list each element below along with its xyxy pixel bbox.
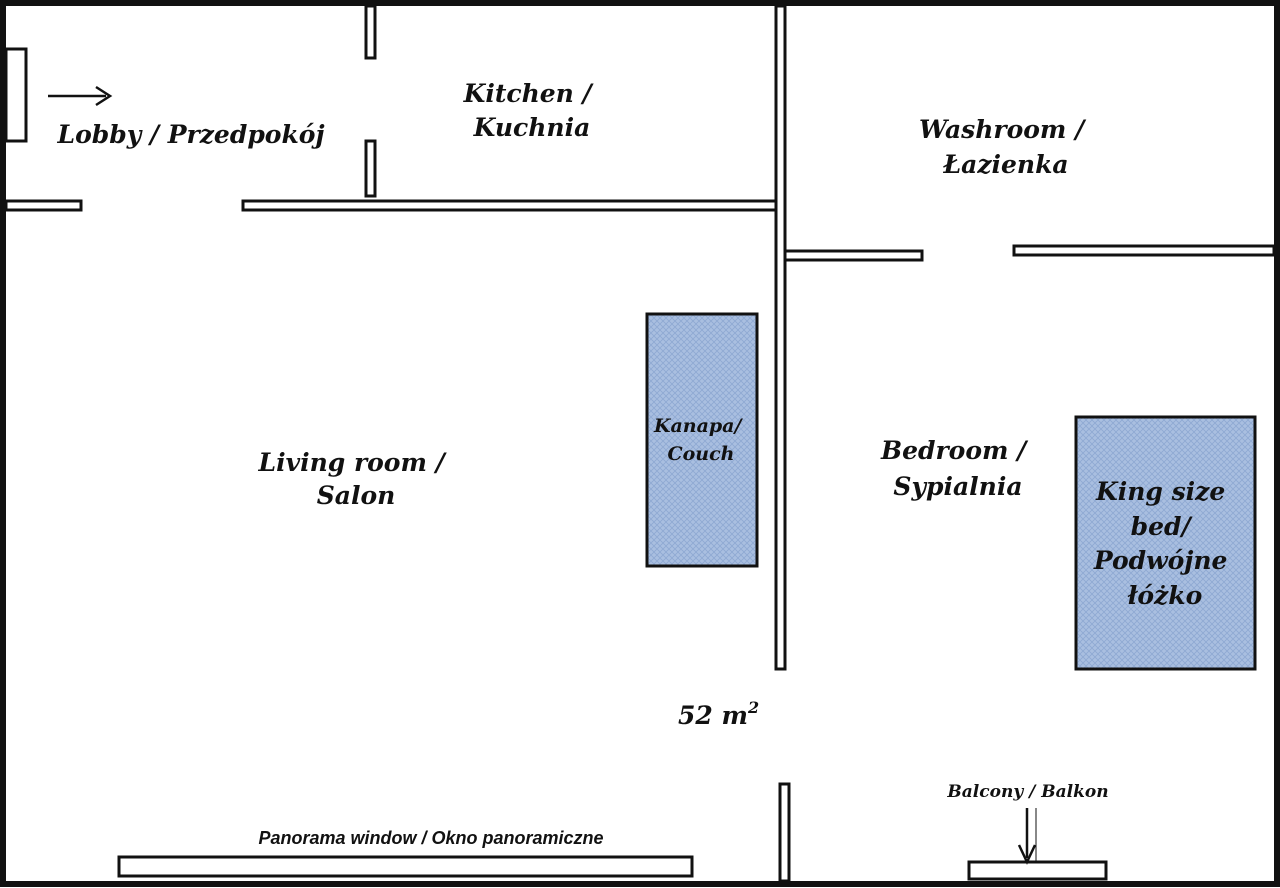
balcony-label: Balcony / Balkon [946, 782, 1108, 802]
living-room-label-line-1: Living room / [258, 448, 448, 477]
bed [1074, 415, 1257, 671]
panorama-window [117, 855, 694, 878]
bedroom-label: Bedroom / Sypialnia [880, 436, 1035, 501]
washroom-label: Washroom / Łazienka [919, 115, 1093, 179]
bedroom-label-line-2: Sypialnia [893, 472, 1022, 501]
lobby-living-wall [4, 199, 83, 212]
kitchen-label: Kitchen / Kuchnia [463, 79, 601, 142]
area-label: 52 m2 [678, 698, 759, 730]
kitchen-label-line-1: Kitchen / [463, 79, 595, 108]
couch [645, 312, 759, 568]
bed-label-line-2: bed/ [1131, 512, 1194, 541]
living-room-label: Living room / Salon [258, 448, 454, 510]
panorama-window-label: Panorama window / Okno panoramiczne [258, 828, 603, 848]
lobby-label: Lobby / Przedpokój [56, 120, 324, 149]
kitchen-label-line-2: Kuchnia [473, 113, 591, 142]
lobby-kitchen-wall-upper [364, 4, 377, 60]
kitchen-living-wall [241, 199, 783, 212]
couch-label-line-2: Couch [668, 443, 735, 465]
area-superscript: 2 [747, 698, 759, 717]
balcony-arrow-icon [1017, 808, 1037, 865]
couch-label-line-1: Kanapa/ [653, 415, 744, 437]
central-wall-lower [778, 782, 791, 883]
washroom-label-line-1: Washroom / [919, 115, 1087, 144]
washroom-bedroom-wall-right [1012, 244, 1276, 257]
couch-label: Kanapa/ Couch [653, 415, 748, 465]
balcony-door [967, 860, 1108, 881]
bed-label-line-4: łóżko [1127, 581, 1203, 610]
washroom-bedroom-wall-left [783, 249, 924, 262]
central-wall [774, 4, 787, 671]
entrance-door [4, 47, 28, 143]
living-room-label-line-2: Salon [317, 481, 396, 510]
bed-label-line-3: Podwójne [1093, 546, 1228, 575]
area-value: 52 m [678, 701, 748, 730]
bed-label-line-1: King size [1095, 477, 1225, 506]
lobby-kitchen-wall-lower [364, 139, 377, 198]
bed-label: King size bed/ Podwójne łóżko [1093, 477, 1236, 610]
entrance-arrow-icon [48, 85, 113, 107]
washroom-label-line-2: Łazienka [942, 150, 1068, 179]
bedroom-label-line-1: Bedroom / [880, 436, 1029, 465]
